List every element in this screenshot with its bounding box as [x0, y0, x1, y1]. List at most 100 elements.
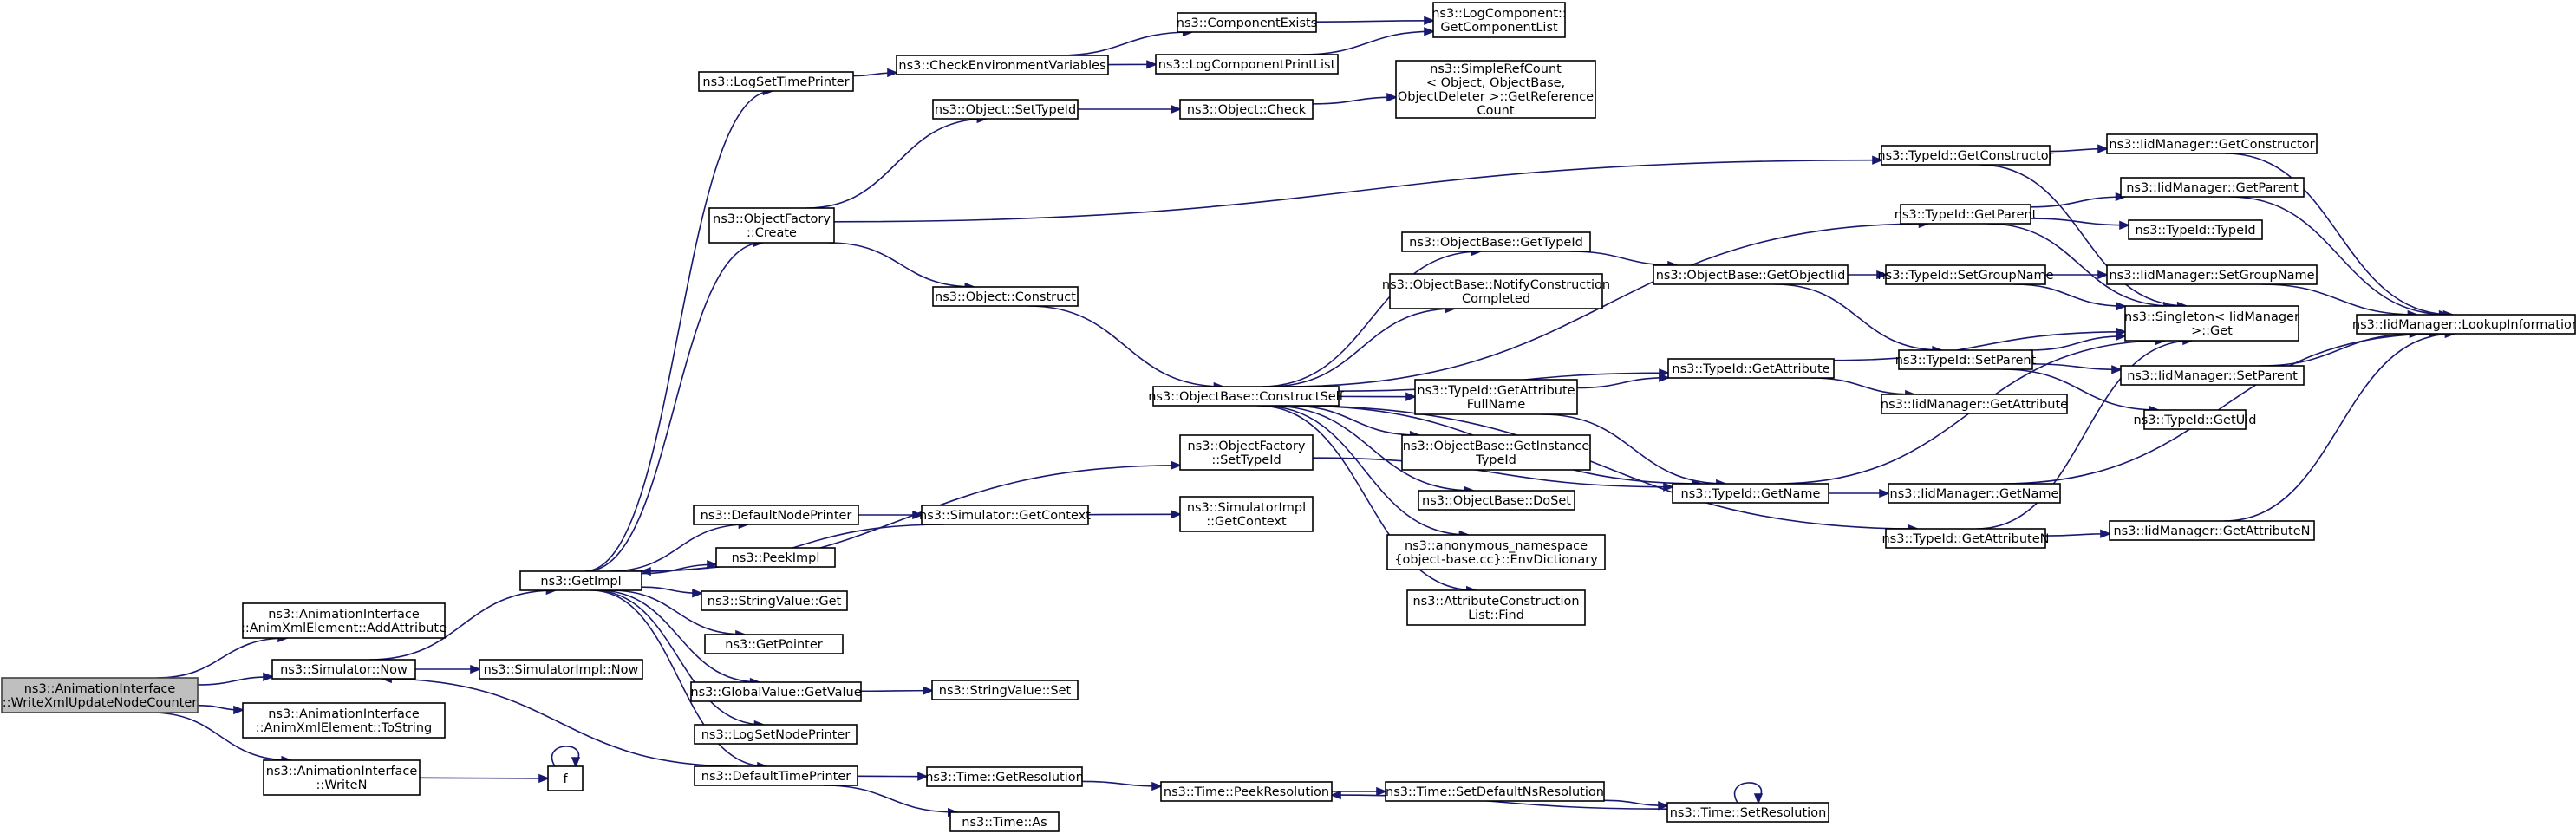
- edge-gvgetvalue-to-svset: [860, 686, 935, 695]
- node-label: ns3::TypeId::GetName: [1681, 487, 1821, 501]
- edge-line: [1301, 30, 1434, 55]
- node-box: [694, 724, 858, 745]
- edge-line: [806, 118, 987, 209]
- node-obdoset[interactable]: ns3::ObjectBase::DoSet: [1418, 490, 1575, 511]
- node-tidsetgroup[interactable]: ns3::TypeId::SetGroupName: [1877, 264, 2054, 285]
- node-iidsetgroup[interactable]: ns3::IidManager::SetGroupName: [2106, 264, 2318, 285]
- edge-tidsetgroup-to-iidsetgroup: [2045, 270, 2110, 280]
- arrowhead: [1424, 16, 1436, 25]
- node-ofcreate[interactable]: ns3::ObjectFactory::Create: [708, 207, 835, 244]
- node-anonenv[interactable]: ns3::anonymous_namespace{object-base.cc}…: [1386, 534, 1606, 570]
- node-obgetobjtid[interactable]: ns3::ObjectBase::GetObjectIid: [1653, 264, 1849, 285]
- node-label: ns3::TypeId::SetGroupName: [1877, 269, 2053, 283]
- node-box: [949, 811, 1060, 832]
- edge-line: [584, 90, 773, 572]
- node-tidsetparent[interactable]: ns3::TypeId::SetParent: [1895, 349, 2037, 370]
- node-tidgetuid[interactable]: ns3::TypeId::GetUid: [2134, 409, 2257, 430]
- node-box: [1672, 483, 1829, 504]
- node-defnode[interactable]: ns3::DefaultNodePrinter: [693, 505, 859, 525]
- node-timesetres[interactable]: ns3::Time::SetResolution: [1666, 802, 1829, 823]
- node-singleton[interactable]: ns3::Singleton< IidManager>::Get: [2124, 305, 2299, 342]
- node-addattr[interactable]: ns3::AnimationInterface::AnimXmlElement:…: [241, 602, 447, 639]
- edge-obconstructself-to-tidgetattrfull: [1338, 392, 1418, 401]
- node-logsetnode[interactable]: ns3::LogSetNodePrinter: [694, 724, 858, 745]
- node-box: [698, 71, 854, 92]
- node-logcompget[interactable]: ns3::LogComponent::GetComponentList: [1431, 2, 1567, 38]
- node-iidgetattrn[interactable]: ns3::IidManager::GetAttributeN: [2109, 520, 2315, 541]
- node-compexists[interactable]: ns3::ComponentExists: [1177, 12, 1318, 33]
- edge-line: [1268, 405, 1474, 492]
- node-root[interactable]: ns3::AnimationInterface::WriteXmlUpdateN…: [1, 677, 199, 713]
- node-f[interactable]: f: [547, 765, 584, 791]
- node-refcount[interactable]: ns3::SimpleRefCount< Object, ObjectBase,…: [1395, 60, 1596, 119]
- node-obconstructself[interactable]: ns3::ObjectBase::ConstructSelf: [1148, 386, 1345, 407]
- node-simimplnow[interactable]: ns3::SimulatorImpl::Now: [479, 659, 643, 680]
- node-objcheck[interactable]: ns3::Object::Check: [1179, 99, 1314, 120]
- node-label: ns3::AnimationInterface: [268, 707, 420, 721]
- node-logcompprint[interactable]: ns3::LogComponentPrintList: [1155, 54, 1339, 75]
- node-deftime[interactable]: ns3::DefaultTimePrinter: [694, 765, 858, 786]
- arrowhead: [1659, 373, 1671, 382]
- node-svset[interactable]: ns3::StringValue::Set: [931, 680, 1079, 700]
- edge-tidgetparent-to-tidtypeid: [2030, 218, 2131, 230]
- node-iidgetattr[interactable]: ns3::IidManager::GetAttribute: [1881, 394, 2068, 414]
- node-tidgetname[interactable]: ns3::TypeId::GetName: [1672, 483, 1829, 504]
- node-logsettime[interactable]: ns3::LogSetTimePrinter: [698, 71, 854, 92]
- node-gvgetvalue[interactable]: ns3::GlobalValue::GetValue: [690, 681, 862, 702]
- node-label: ::AnimXmlElement::ToString: [256, 721, 432, 735]
- node-tidgetattrn[interactable]: ns3::TypeId::GetAttributeN: [1881, 528, 2050, 549]
- node-timepeekres[interactable]: ns3::Time::PeekResolution: [1160, 781, 1333, 802]
- node-label: ns3::GetImpl: [540, 575, 621, 589]
- node-iidsetparent[interactable]: ns3::IidManager::SetParent: [2120, 365, 2305, 386]
- node-simgetctx[interactable]: ns3::Simulator::GetContext: [919, 505, 1091, 525]
- node-peekimpl[interactable]: ns3::PeekImpl: [715, 547, 836, 568]
- edge-line: [1979, 164, 2187, 307]
- node-simnow[interactable]: ns3::Simulator::Now: [271, 659, 416, 680]
- edge-getimpl-to-svget: [641, 586, 704, 598]
- node-iidgetctor[interactable]: ns3::IidManager::GetConstructor: [2106, 133, 2318, 154]
- node-checkenv[interactable]: ns3::CheckEnvironmentVariables: [896, 55, 1109, 75]
- node-box: [1418, 490, 1575, 511]
- node-label: ns3::LogSetTimePrinter: [702, 75, 849, 89]
- node-tidgetparent[interactable]: ns3::TypeId::GetParent: [1895, 204, 2038, 225]
- node-label: ns3::Time::PeekResolution: [1164, 785, 1329, 799]
- node-obnotify[interactable]: ns3::ObjectBase::NotifyConstructionCompl…: [1382, 273, 1610, 309]
- node-simimplctx[interactable]: ns3::SimulatorImpl::GetContext: [1179, 496, 1314, 532]
- node-ofsettypeid[interactable]: ns3::ObjectFactory::SetTypeId: [1179, 434, 1314, 471]
- node-timesetdef[interactable]: ns3::Time::SetDefaultNsResolution: [1385, 781, 1605, 802]
- node-writen[interactable]: ns3::AnimationInterface::WriteN: [263, 759, 421, 796]
- edge-writen-to-f: [419, 773, 551, 784]
- edge-tidgetname-to-iidgetname: [1829, 488, 1891, 498]
- node-obgettypeid[interactable]: ns3::ObjectBase::GetTypeId: [1401, 231, 1591, 252]
- edge-objsettypeid-to-objcheck: [1078, 104, 1183, 114]
- arrowhead: [1151, 781, 1164, 791]
- node-tidgetattr[interactable]: ns3::TypeId::GetAttribute: [1667, 358, 1835, 379]
- node-objconstruct[interactable]: ns3::Object::Construct: [932, 286, 1079, 307]
- node-timegetres[interactable]: ns3::Time::GetResolution: [925, 766, 1084, 787]
- node-objsettypeid[interactable]: ns3::Object::SetTypeId: [932, 99, 1079, 120]
- node-label: ::WriteN: [316, 778, 368, 792]
- node-label: ns3::TypeId::TypeId: [2135, 224, 2255, 238]
- edge-root-to-addattr: [156, 633, 290, 679]
- node-label: ns3::ComponentExists: [1177, 16, 1318, 30]
- node-iidlookup[interactable]: ns3::IidManager::LookupInformation: [2352, 314, 2576, 335]
- edge-line: [1028, 305, 1223, 387]
- node-iidgetparent[interactable]: ns3::IidManager::GetParent: [2120, 177, 2305, 198]
- node-getimpl[interactable]: ns3::GetImpl: [519, 570, 642, 591]
- node-iidgetname[interactable]: ns3::IidManager::GetName: [1888, 483, 2061, 504]
- node-box: [2106, 133, 2318, 154]
- node-label: ns3::ObjectBase::GetInstance: [1403, 440, 1590, 453]
- node-tostring[interactable]: ns3::AnimationInterface::AnimXmlElement:…: [242, 702, 446, 739]
- node-svget[interactable]: ns3::StringValue::Get: [701, 590, 848, 611]
- node-tidgetctor[interactable]: ns3::TypeId::GetConstructor: [1877, 145, 2054, 166]
- edge-getimpl-to-logsettime: [584, 86, 774, 572]
- node-label: ns3::TypeId::GetAttribute: [1417, 384, 1575, 398]
- arrowhead: [707, 560, 719, 570]
- node-box: [1177, 12, 1317, 33]
- node-timeas[interactable]: ns3::Time::As: [949, 811, 1060, 832]
- node-tidtypeid[interactable]: ns3::TypeId::TypeId: [2128, 219, 2263, 240]
- node-getpointer[interactable]: ns3::GetPointer: [704, 634, 844, 654]
